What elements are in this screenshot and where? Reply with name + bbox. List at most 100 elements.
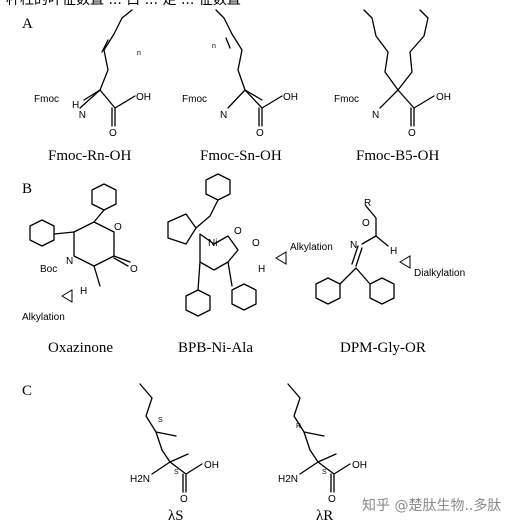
fmoc-label-a3: Fmoc: [334, 94, 359, 105]
top-cropped-text: 杆枉的叶征数直 ... 白 ... 足 ... 征数直: [6, 0, 241, 8]
dialkylation-arrow: [399, 255, 411, 269]
h-bpb-label: H: [258, 264, 265, 275]
molecule-lambda-s: S S H2N OH O: [130, 383, 219, 505]
alkylation-note-bpb: Alkylation: [290, 242, 333, 253]
phenyl-ring-dpm-right: [369, 277, 395, 305]
r-label: R: [364, 198, 371, 209]
fmoc-label-a1: Fmoc: [34, 94, 59, 105]
caption-lambda-r: λR: [316, 508, 333, 524]
ni-chelate: [199, 233, 239, 271]
nh-label-a3: N: [372, 110, 379, 121]
fmoc-label-a2: Fmoc: [182, 94, 207, 105]
lactone-carbonyl: [113, 255, 131, 267]
alkylation-arrow-oxazinone: [61, 289, 73, 303]
caption-dpm: DPM-Gly-OR: [340, 340, 426, 356]
alpha-link-lambda-r: [303, 431, 319, 463]
o-label-a3: O: [408, 128, 416, 139]
bracket-a2: [225, 37, 231, 49]
molecule-fmoc-b5: Fmoc N OH O: [334, 9, 451, 139]
methyl-chain-lambda-s: [155, 431, 177, 437]
methyl-oxazinone: [93, 265, 101, 287]
proline-ring: [167, 213, 197, 245]
o-carbonyl-bpb-label: O: [252, 238, 260, 249]
imine-link: [361, 235, 377, 245]
methyl-alpha-lambda-s: [169, 453, 189, 463]
phenyl-ring-left: [29, 219, 55, 247]
methyl-chain-lambda-r: [303, 431, 325, 437]
o-label-a1: O: [109, 128, 117, 139]
o-carbonyl-label: O: [130, 264, 138, 275]
watermark: 知乎 @楚肽生物..多肽: [362, 497, 501, 514]
oxazinone-ring: [73, 221, 115, 267]
alpha-link-lambda-s: [155, 431, 171, 463]
nh-label-a1: NH: [72, 100, 86, 121]
phenyl-links: [53, 209, 105, 235]
benzhydrylidene-links: [339, 267, 371, 285]
bpb-links: [197, 261, 233, 291]
caption-lambda-s: λS: [168, 508, 184, 524]
o-bpb-label: O: [234, 226, 242, 237]
caption-oxazinone: Oxazinone: [48, 340, 113, 356]
amine-label-lambda-r: H2N: [278, 474, 298, 485]
phenyl-ring-bpb: [231, 283, 257, 311]
phenyl-ring-dpm-left: [315, 277, 341, 305]
right-chain-a3: [397, 9, 429, 91]
side-chain-a1: [99, 9, 133, 91]
oh-label-a2: OH: [283, 92, 298, 103]
caption-fmoc-rn: Fmoc-Rn-OH: [48, 148, 131, 164]
molecule-oxazinone: O O N Boc H Alkylation: [22, 183, 138, 323]
ester-chain: [365, 205, 389, 247]
alkylation-arrow-bpb: [275, 251, 287, 265]
alpha-n-bond-a1: [79, 89, 101, 109]
carbonyl-lambda-r: [330, 473, 335, 493]
left-chain-a3: [363, 9, 399, 91]
oh-label-lambda-r: OH: [352, 460, 367, 471]
alpha-n-bond-a3: [379, 89, 399, 109]
side-chain-a2: [215, 9, 246, 91]
stereo-s-label-3: S: [322, 469, 327, 476]
chain-lambda-s: [139, 383, 157, 433]
methyl-alpha-lambda-r: [317, 453, 337, 463]
alkylation-note-oxazinone: Alkylation: [22, 312, 65, 323]
benzyl-ring: [205, 173, 231, 201]
oh-label-lambda-s: OH: [204, 460, 219, 471]
aminobenzophenone-ring: [185, 289, 211, 317]
phenyl-ring-top: [91, 183, 117, 211]
amine-bond-lambda-r: [299, 461, 319, 475]
section-label-b: B: [22, 181, 32, 197]
molecule-bpb-ni-ala: Ni O O H Alkylation: [167, 173, 333, 317]
molecule-dpm-gly-or: R O N H Dialkylation: [315, 198, 465, 305]
oh-label-a1: OH: [136, 92, 151, 103]
subscript-n-a2: n: [212, 43, 216, 50]
imine-double: [351, 245, 363, 267]
o-label-a2: O: [256, 128, 264, 139]
carbonyl-a3: [410, 107, 415, 127]
caption-fmoc-sn: Fmoc-Sn-OH: [200, 148, 282, 164]
carbonyl-lambda-s: [182, 473, 187, 493]
molecule-fmoc-sn: n Fmoc N OH O: [182, 9, 298, 139]
n-dpm-label: N: [350, 240, 357, 251]
subscript-n-a1: n: [137, 50, 141, 57]
boc-label: Boc: [40, 264, 57, 275]
molecule-fmoc-rn: n Fmoc NH OH O: [34, 9, 151, 139]
benzyl-link: [195, 199, 219, 229]
ni-label: Ni: [208, 238, 217, 249]
n-ring-label: N: [66, 256, 73, 267]
o-ester-label: O: [362, 218, 370, 229]
o-label-lambda-r: O: [328, 494, 336, 505]
o-label-lambda-s: O: [180, 494, 188, 505]
oh-label-a3: OH: [436, 92, 451, 103]
stereo-s-label-2: S: [174, 469, 179, 476]
carbonyl-a2: [258, 107, 263, 127]
amine-bond-lambda-s: [151, 461, 171, 475]
methyl-a2: [244, 89, 263, 101]
stereo-r-label: R: [296, 423, 301, 430]
o-ring-label: O: [114, 222, 122, 233]
chain-lambda-r: [287, 383, 305, 433]
carbonyl-a1: [111, 107, 116, 127]
caption-bpb: BPB-Ni-Ala: [178, 340, 253, 356]
carboxyl-a1: [99, 89, 136, 109]
section-label-c: C: [22, 383, 32, 399]
section-label-a: A: [22, 16, 33, 32]
